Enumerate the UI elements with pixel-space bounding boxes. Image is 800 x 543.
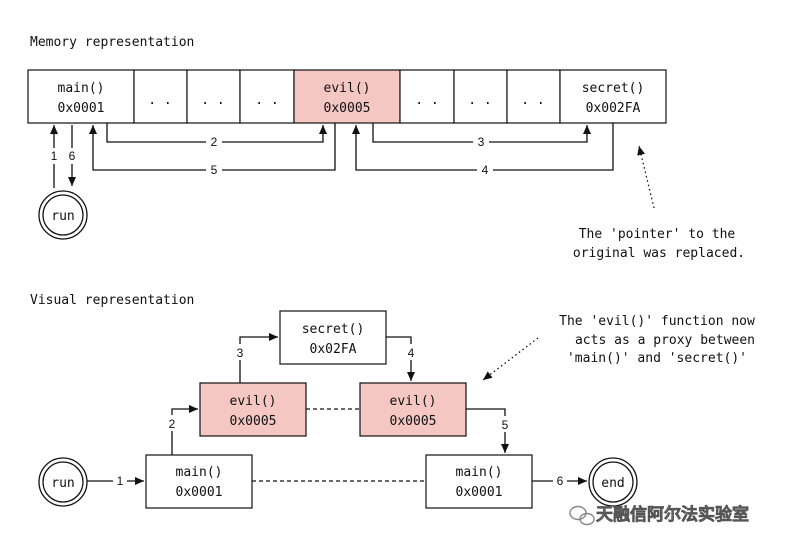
memory-cell-dots: . . xyxy=(415,93,438,108)
visual-arrow-3 xyxy=(239,333,278,383)
visual-label-4: 4 xyxy=(408,346,415,360)
visual-evil-left-name: evil() xyxy=(230,394,277,409)
memory-section-title: Memory representation xyxy=(30,35,194,50)
visual-arrow-5 xyxy=(466,408,509,453)
visual-note-pointer xyxy=(482,337,539,381)
memory-cell-secret-addr: 0x002FA xyxy=(586,101,641,116)
visual-secret xyxy=(279,310,387,365)
visual-section-title: Visual representation xyxy=(30,293,194,308)
memory-label-5: 5 xyxy=(211,163,218,177)
visual-note-line-3: 'main()' and 'secret()' xyxy=(567,351,747,366)
memory-label-2: 2 xyxy=(211,135,218,149)
memory-cell-main-name: main() xyxy=(58,81,105,96)
visual-end-label: end xyxy=(601,476,624,491)
memory-cell-filler xyxy=(506,69,561,124)
visual-note-line-2: acts as a proxy between xyxy=(575,333,755,348)
visual-evil-right xyxy=(359,382,467,437)
memory-cell-filler xyxy=(133,69,188,124)
visual-secret-name: secret() xyxy=(302,322,365,337)
memory-note-pointer xyxy=(637,145,655,209)
memory-cell-main-addr: 0x0001 xyxy=(58,101,105,116)
memory-cell-secret-name: secret() xyxy=(582,81,645,96)
visual-evil-right-addr: 0x0005 xyxy=(390,414,437,429)
memory-cell-main xyxy=(27,69,135,124)
memory-arrows xyxy=(50,123,614,188)
memory-cell-dots: . . xyxy=(148,93,171,108)
visual-run-label: run xyxy=(51,476,74,491)
visual-arrow-2 xyxy=(171,405,198,455)
watermark: 天融信阿尔法实验室 xyxy=(569,504,749,526)
memory-run-node: run xyxy=(38,190,88,240)
visual-main-left xyxy=(145,454,253,509)
memory-cell-dots: . . xyxy=(201,93,224,108)
memory-cell-filler xyxy=(453,69,508,124)
visual-main-right-addr: 0x0001 xyxy=(456,485,503,500)
memory-cell-dots: . . xyxy=(468,93,491,108)
visual-label-5: 5 xyxy=(502,418,509,432)
visual-main-right xyxy=(425,454,533,509)
visual-evil-left xyxy=(199,382,307,437)
visual-label-2: 2 xyxy=(169,417,176,431)
memory-row: main() 0x0001 . . . . . . evil() 0x0005 … xyxy=(27,69,667,124)
memory-run-label: run xyxy=(51,209,74,224)
memory-label-3: 3 xyxy=(478,135,485,149)
memory-label-1: 1 xyxy=(51,149,58,163)
visual-main-left-name: main() xyxy=(176,465,223,480)
memory-cell-filler xyxy=(186,69,241,124)
visual-main-left-addr: 0x0001 xyxy=(176,485,223,500)
visual-label-6: 6 xyxy=(557,474,564,488)
visual-run-node: run xyxy=(38,457,88,507)
memory-label-4: 4 xyxy=(482,163,489,177)
memory-note-line-1: The 'pointer' to the xyxy=(579,227,736,242)
memory-cell-evil-addr: 0x0005 xyxy=(324,101,371,116)
memory-note-line-2: original was replaced. xyxy=(573,246,745,261)
memory-cell-evil xyxy=(293,69,401,124)
memory-cell-evil-name: evil() xyxy=(324,81,371,96)
visual-label-1: 1 xyxy=(117,474,124,488)
memory-cell-filler xyxy=(399,69,455,124)
wechat-icon xyxy=(569,505,595,526)
visual-main-right-name: main() xyxy=(456,465,503,480)
watermark-text: 天融信阿尔法实验室 xyxy=(596,504,749,524)
visual-evil-left-addr: 0x0005 xyxy=(230,414,277,429)
visual-end-node: end xyxy=(588,457,638,507)
memory-cell-dots: . . xyxy=(521,93,544,108)
visual-note-line-1: The 'evil()' function now xyxy=(559,314,755,329)
memory-cell-dots: . . xyxy=(255,93,278,108)
visual-label-3: 3 xyxy=(237,346,244,360)
visual-evil-right-name: evil() xyxy=(390,394,437,409)
visual-arrow-4 xyxy=(386,336,415,381)
memory-label-6: 6 xyxy=(69,149,76,163)
visual-secret-addr: 0x02FA xyxy=(310,342,357,357)
